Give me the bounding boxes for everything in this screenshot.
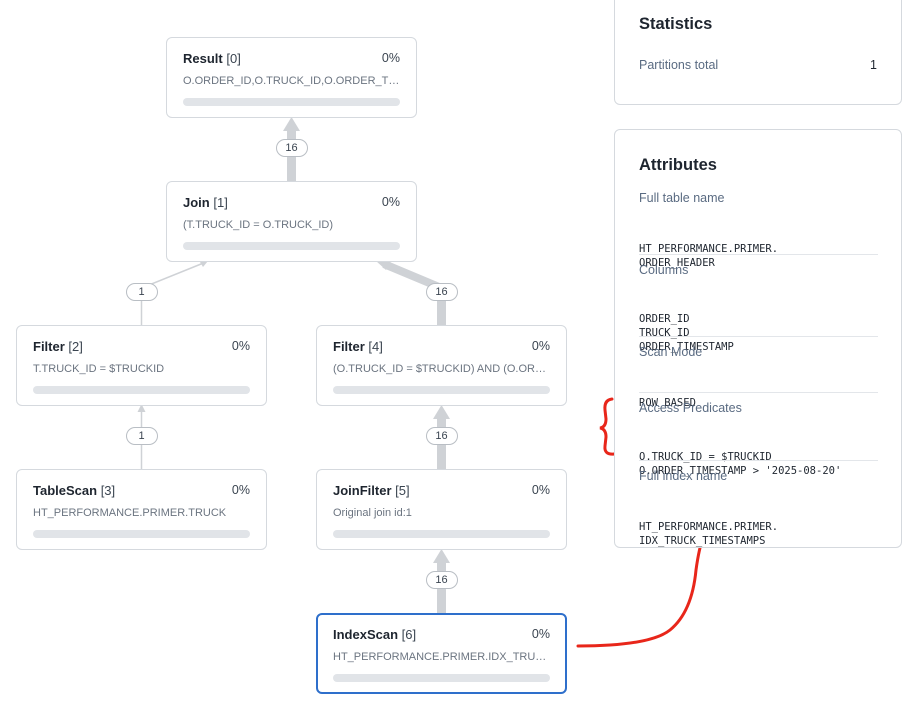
operator-percent: 0% [531, 483, 550, 497]
operator-detail: (O.TRUCK_ID = $TRUCKID) AND (O.ORDER_TIM… [333, 363, 550, 375]
operator-index: [3] [100, 483, 116, 498]
edge-filter4-join-vertical [437, 300, 446, 325]
operator-progress-bar [183, 98, 400, 106]
operator-name: IndexScan [333, 627, 399, 642]
statistics-panel: Statistics Partitions total 1 [614, 0, 902, 105]
partitions-total-value: 1 [870, 58, 877, 72]
operator-node-result[interactable]: Result [0] 0% O.ORDER_ID,O.TRUCK_ID,O.OR… [166, 37, 417, 118]
operator-node-filter-2[interactable]: Filter [2] 0% T.TRUCK_ID = $TRUCKID [16, 325, 267, 406]
full-table-name-label: Full table name [639, 191, 725, 205]
scan-mode-label: Scan Mode [639, 345, 703, 359]
edge-count-badge: 1 [125, 427, 158, 445]
edge-count-badge: 16 [425, 427, 458, 445]
operator-percent: 0% [381, 51, 400, 65]
operator-detail: HT_PERFORMANCE.PRIMER.TRUCK [33, 507, 227, 519]
attributes-title: Attributes [639, 156, 717, 174]
divider [639, 336, 878, 337]
operator-percent: 0% [381, 195, 400, 209]
operator-node-joinfilter[interactable]: JoinFilter [5] 0% Original join id:1 [316, 469, 567, 550]
edge-count-badge: 16 [425, 283, 458, 301]
operator-progress-bar [333, 674, 550, 682]
operator-percent: 0% [531, 627, 550, 641]
operator-detail: O.ORDER_ID,O.TRUCK_ID,O.ORDER_TIMESTAMP [183, 75, 400, 87]
operator-detail: Original join id:1 [333, 507, 412, 519]
operator-detail: T.TRUCK_ID = $TRUCKID [33, 363, 165, 375]
operator-name: Join [183, 195, 210, 210]
operator-index: [1] [213, 195, 228, 210]
operator-progress-bar [33, 530, 250, 538]
operator-node-indexscan[interactable]: IndexScan [6] 0% HT_PERFORMANCE.PRIMER.I… [316, 613, 567, 694]
operator-percent: 0% [531, 339, 550, 353]
edge-count-badge: 16 [425, 571, 458, 589]
divider [639, 460, 878, 461]
operator-percent: 0% [231, 339, 250, 353]
edge-count-badge: 1 [125, 283, 158, 301]
operator-name: JoinFilter [333, 483, 392, 498]
operator-index: [0] [226, 51, 241, 66]
operator-node-tablescan[interactable]: TableScan [3] 0% HT_PERFORMANCE.PRIMER.T… [16, 469, 267, 550]
edge-indexscan-joinfilter-arrowhead [433, 549, 450, 563]
divider [639, 392, 878, 393]
operator-index: [5] [395, 483, 410, 498]
operator-progress-bar [333, 386, 550, 394]
operator-detail: (T.TRUCK_ID = O.TRUCK_ID) [183, 219, 334, 231]
operator-progress-bar [333, 530, 550, 538]
annotation-brace [599, 397, 616, 456]
operator-progress-bar [183, 242, 400, 250]
attributes-panel: Attributes Full table name HT_PERFORMANC… [614, 129, 902, 548]
access-predicates-label: Access Predicates [639, 401, 742, 415]
operator-node-filter-4[interactable]: Filter [4] 0% (O.TRUCK_ID = $TRUCKID) AN… [316, 325, 567, 406]
operator-name: Filter [33, 339, 65, 354]
full-index-name-label: Full index name [639, 469, 728, 483]
edge-join-result-arrowhead [283, 117, 300, 131]
columns-label: Columns [639, 263, 689, 277]
operator-node-join[interactable]: Join [1] 0% (T.TRUCK_ID = O.TRUCK_ID) [166, 181, 417, 262]
operator-detail: HT_PERFORMANCE.PRIMER.IDX_TRUCK_TIMESTAM… [333, 651, 550, 663]
divider [639, 254, 878, 255]
operator-index: [4] [368, 339, 383, 354]
full-index-name-value: HT_PERFORMANCE.PRIMER.IDX_TRUCK_TIMESTAM… [639, 521, 779, 547]
edge-joinfilter-filter4-arrowhead [433, 405, 450, 419]
operator-name: TableScan [33, 483, 98, 498]
operator-index: [6] [401, 627, 417, 642]
annotation-arrow [576, 532, 706, 648]
edge-count-badge: 16 [275, 139, 308, 157]
operator-percent: 0% [231, 483, 250, 497]
statistics-title: Statistics [639, 15, 713, 33]
operator-index: [2] [68, 339, 83, 354]
operator-name: Filter [333, 339, 365, 354]
operator-progress-bar [33, 386, 250, 394]
operator-name: Result [183, 51, 223, 66]
partitions-total-label: Partitions total [639, 58, 719, 72]
